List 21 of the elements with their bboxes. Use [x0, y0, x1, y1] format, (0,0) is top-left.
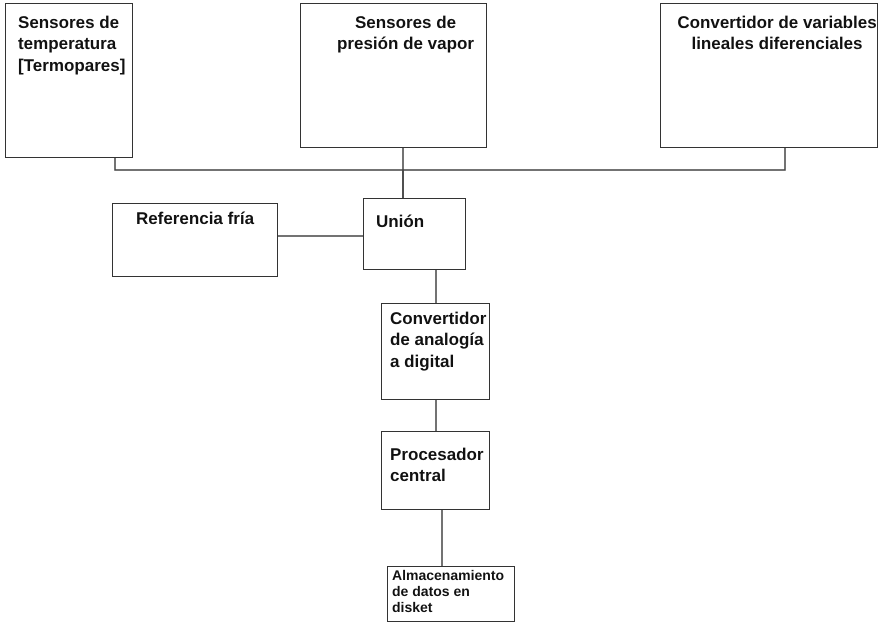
process-box — [112, 203, 278, 277]
connector-line — [435, 400, 437, 431]
connector-line — [402, 148, 786, 198]
process-box — [387, 566, 515, 622]
process-box — [381, 431, 490, 510]
box-label: Sensores de presión de vapor — [336, 12, 475, 54]
box-label: Unión — [376, 211, 424, 232]
box-label: Procesador central — [390, 444, 485, 486]
process-box — [381, 303, 490, 400]
process-box — [363, 198, 466, 270]
connector-line — [278, 235, 363, 237]
process-box — [5, 3, 133, 158]
connector-line — [435, 270, 437, 303]
connector-line — [441, 510, 443, 566]
box-label: Referencia fría — [136, 208, 254, 230]
box-label: Almacenamiento de datos en disket — [392, 567, 506, 616]
box-label: Sensores de temperatura [Termopares] — [18, 12, 126, 76]
process-box — [660, 3, 878, 148]
process-box — [300, 3, 487, 148]
box-label: Convertidor de analogía a digital — [390, 308, 488, 372]
box-label: Convertidor de variables lineales diferenciales — [677, 12, 877, 54]
